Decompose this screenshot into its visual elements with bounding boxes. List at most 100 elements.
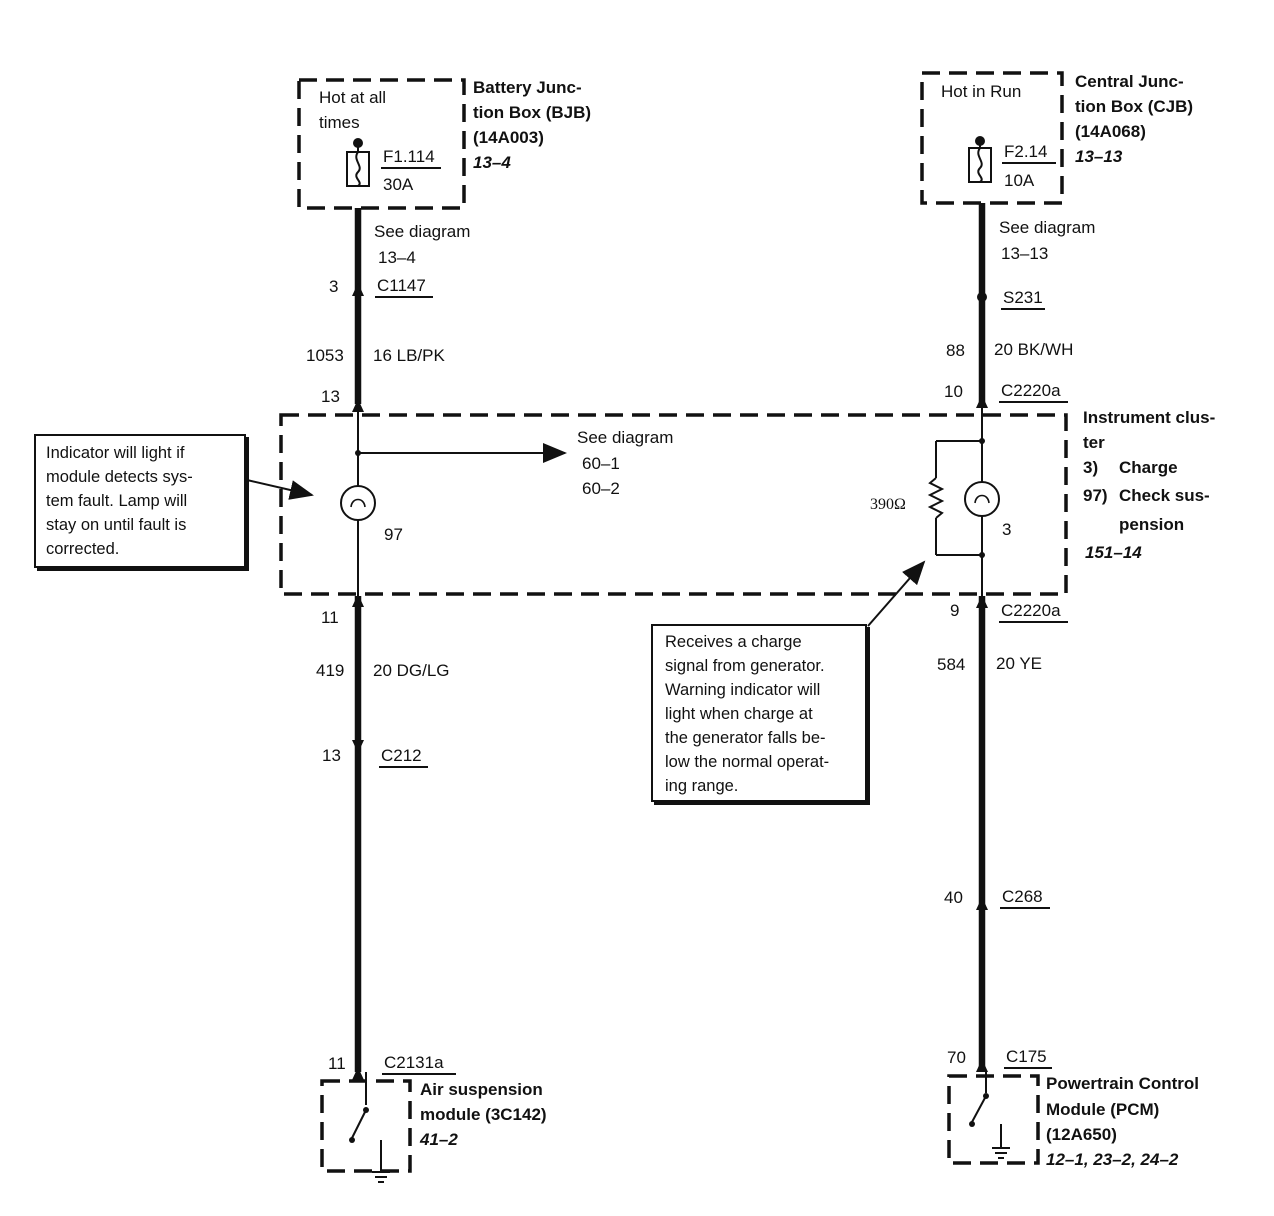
air-suspension-module-line1: Air suspension [420, 1080, 543, 1099]
right-power-status: Hot in Run [941, 82, 1021, 101]
c1147-pin: 3 [329, 277, 338, 296]
pcm-label-line2: Module (PCM) [1046, 1100, 1159, 1119]
cluster-item-97-label-line1: Check sus- [1119, 486, 1210, 505]
c1147-name: C1147 [377, 276, 426, 295]
c268-connector-symbol [976, 897, 988, 910]
pcm-ref: 12–1, 23–2, 24–2 [1046, 1150, 1179, 1169]
charge-lamp-symbol [964, 481, 1000, 517]
instrument-cluster-outline [279, 413, 1068, 596]
branch-see-diagram-line3: 60–2 [582, 479, 620, 498]
right-see-diagram-line2: 13–13 [1001, 244, 1048, 263]
right-bottom-circuit-number: 584 [937, 655, 965, 674]
left-bottom-circuit-number: 419 [316, 661, 344, 680]
pcm-switch-symbol [969, 1093, 1010, 1159]
c2220a-in-name: C2220a [1001, 381, 1061, 400]
s231-label: S231 [1003, 288, 1043, 307]
air-suspension-module-outline [320, 1079, 412, 1173]
branch-see-diagram-line1: See diagram [577, 428, 673, 447]
fuse-f2-14-symbol [968, 136, 992, 183]
branch-see-diagram-line2: 60–1 [582, 454, 620, 473]
cluster-title-line1: Instrument clus- [1083, 408, 1215, 427]
c1147-connector-symbol [352, 283, 364, 296]
left-callout-note: Indicator will light if module detects s… [34, 434, 246, 568]
central-junction-box-outline [920, 71, 1064, 205]
c2220a-out-name: C2220a [1001, 601, 1061, 620]
c212-pin: 13 [322, 746, 341, 765]
bjb-label-line3: (14A003) [473, 128, 544, 147]
cjb-label-line2: tion Box (CJB) [1075, 97, 1193, 116]
left-power-status-line1: Hot at all [319, 88, 386, 107]
left-note-line5: corrected. [46, 540, 120, 558]
c175-name: C175 [1006, 1047, 1047, 1066]
cluster-left-out-pin: 11 [321, 608, 339, 627]
cluster-item-97-label-line2: pension [1119, 515, 1184, 534]
cjb-label-line3: (14A068) [1075, 122, 1146, 141]
air-suspension-switch-symbol [349, 1107, 390, 1183]
left-note-line1: Indicator will light if [46, 444, 185, 462]
c2131a-connector-symbol [352, 1067, 364, 1080]
cluster-ref: 151–14 [1085, 543, 1142, 562]
air-suspension-module-ref: 41–2 [419, 1130, 458, 1149]
cluster-title-line2: ter [1083, 433, 1105, 452]
charge-lamp-resistor-network [927, 438, 985, 558]
c2220a-out-pin: 9 [950, 601, 959, 620]
left-see-diagram-line2: 13–4 [378, 248, 416, 267]
right-note-line3: Warning indicator will [665, 681, 821, 699]
pcm-label-line3: (12A650) [1046, 1125, 1117, 1144]
cjb-label-line1: Central Junc- [1075, 72, 1184, 91]
bjb-ref: 13–4 [473, 153, 511, 172]
c212-connector-symbol [352, 740, 364, 753]
right-note-line2: signal from generator. [665, 657, 825, 675]
left-fuse-id: F1.114 [383, 147, 435, 166]
fuse-f1-114-symbol [346, 138, 370, 187]
pcm-label-line1: Powertrain Control [1046, 1074, 1199, 1093]
right-note-line5: the generator falls be- [665, 729, 826, 747]
c2220a-in-pin: 10 [944, 382, 963, 401]
left-note-line3: tem fault. Lamp will [46, 492, 188, 510]
left-top-wire-spec: 16 LB/PK [373, 346, 445, 365]
c175-connector-symbol [976, 1059, 988, 1072]
left-top-circuit-number: 1053 [306, 346, 344, 365]
air-suspension-module-line2: module (3C142) [420, 1105, 547, 1124]
cluster-left-out-connector-symbol [352, 594, 364, 607]
right-fuse-id: F2.14 [1004, 142, 1047, 161]
right-note-line7: ing range. [665, 777, 739, 795]
cluster-item-3-label: Charge [1119, 458, 1178, 477]
right-see-diagram-line1: See diagram [999, 218, 1095, 237]
right-note-line1: Receives a charge [665, 633, 802, 651]
lamp-97-number: 97 [384, 525, 403, 544]
c2131a-name: C2131a [384, 1053, 444, 1072]
right-note-pointer-arrow [867, 560, 926, 627]
left-note-pointer-arrow [246, 479, 314, 500]
left-note-line2: module detects sys- [46, 468, 193, 486]
bjb-label-line2: tion Box (BJB) [473, 103, 591, 122]
cjb-ref: 13–13 [1075, 147, 1123, 166]
c2131a-pin: 11 [328, 1054, 346, 1073]
right-fuse-rating: 10A [1004, 171, 1035, 190]
c2220a-out-connector-symbol [976, 595, 988, 608]
left-power-status-line2: times [319, 113, 360, 132]
bjb-label-line1: Battery Junc- [473, 78, 582, 97]
lamp-3-number: 3 [1002, 520, 1011, 539]
left-see-diagram-line1: See diagram [374, 222, 470, 241]
c2220a-in-connector-symbol [976, 395, 988, 408]
right-top-wire-spec: 20 BK/WH [994, 340, 1073, 359]
battery-junction-box-outline [297, 78, 466, 210]
c268-pin: 40 [944, 888, 963, 907]
left-bottom-wire-spec: 20 DG/LG [373, 661, 450, 680]
cluster-left-in-connector-symbol [352, 399, 364, 412]
right-note-line4: light when charge at [665, 705, 813, 723]
c212-name: C212 [381, 746, 422, 765]
right-bottom-wire-spec: 20 YE [996, 654, 1042, 673]
right-callout-note: Receives a charge signal from generator.… [651, 624, 867, 802]
resistor-value: 390Ω [870, 496, 906, 513]
c268-name: C268 [1002, 887, 1043, 906]
pcm-outline [947, 1074, 1040, 1165]
right-top-circuit-number: 88 [946, 341, 965, 360]
cluster-item-3-number: 3) [1083, 458, 1098, 477]
s231-splice-dot [977, 292, 987, 302]
right-note-line6: low the normal operat- [665, 753, 830, 771]
left-fuse-rating: 30A [383, 175, 414, 194]
cluster-item-97-number: 97) [1083, 486, 1108, 505]
